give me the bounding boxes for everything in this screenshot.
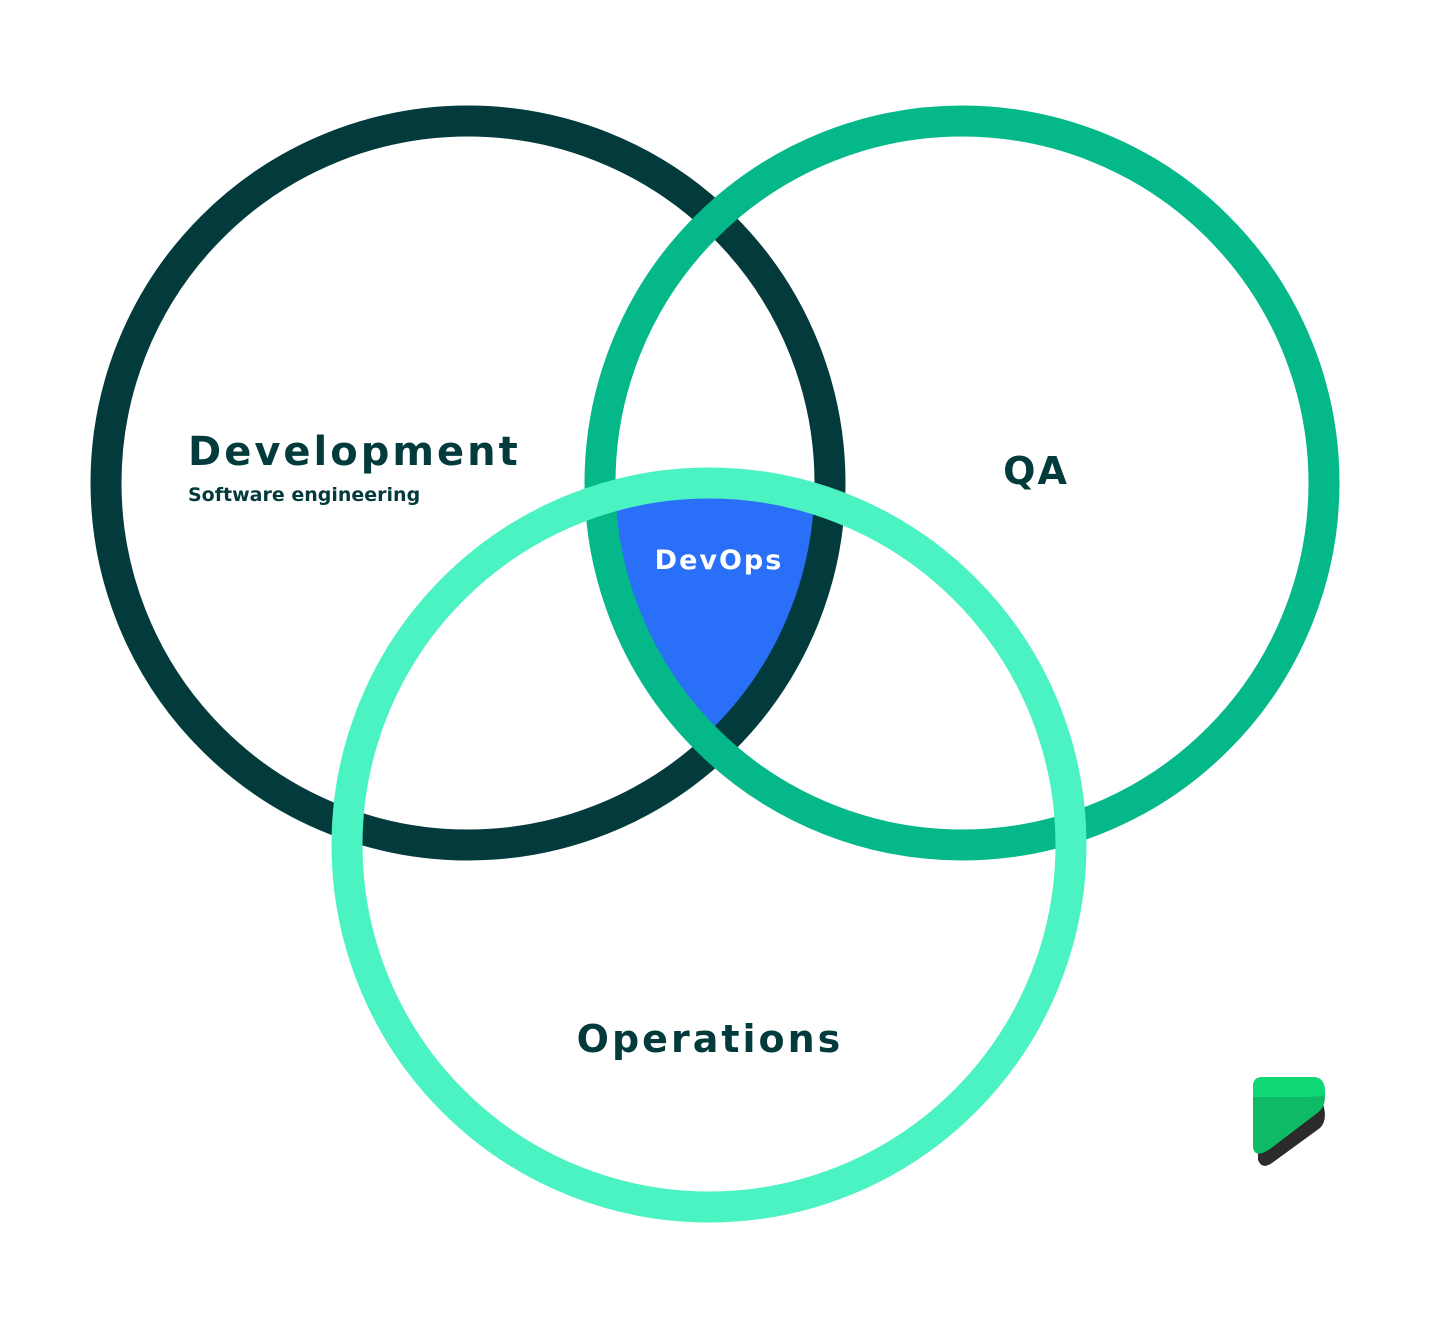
qa-label: QA [1003,449,1069,493]
qa-circle [584,105,1340,861]
brand-logo-icon [1253,1077,1325,1166]
development-circle [90,105,846,861]
operations-circle [331,467,1087,1223]
development-sublabel: Software engineering [188,484,420,506]
operations-label: Operations [577,1017,844,1061]
development-label: Development [188,429,521,475]
logo-top [1253,1077,1325,1097]
devops-label: DevOps [655,545,784,576]
